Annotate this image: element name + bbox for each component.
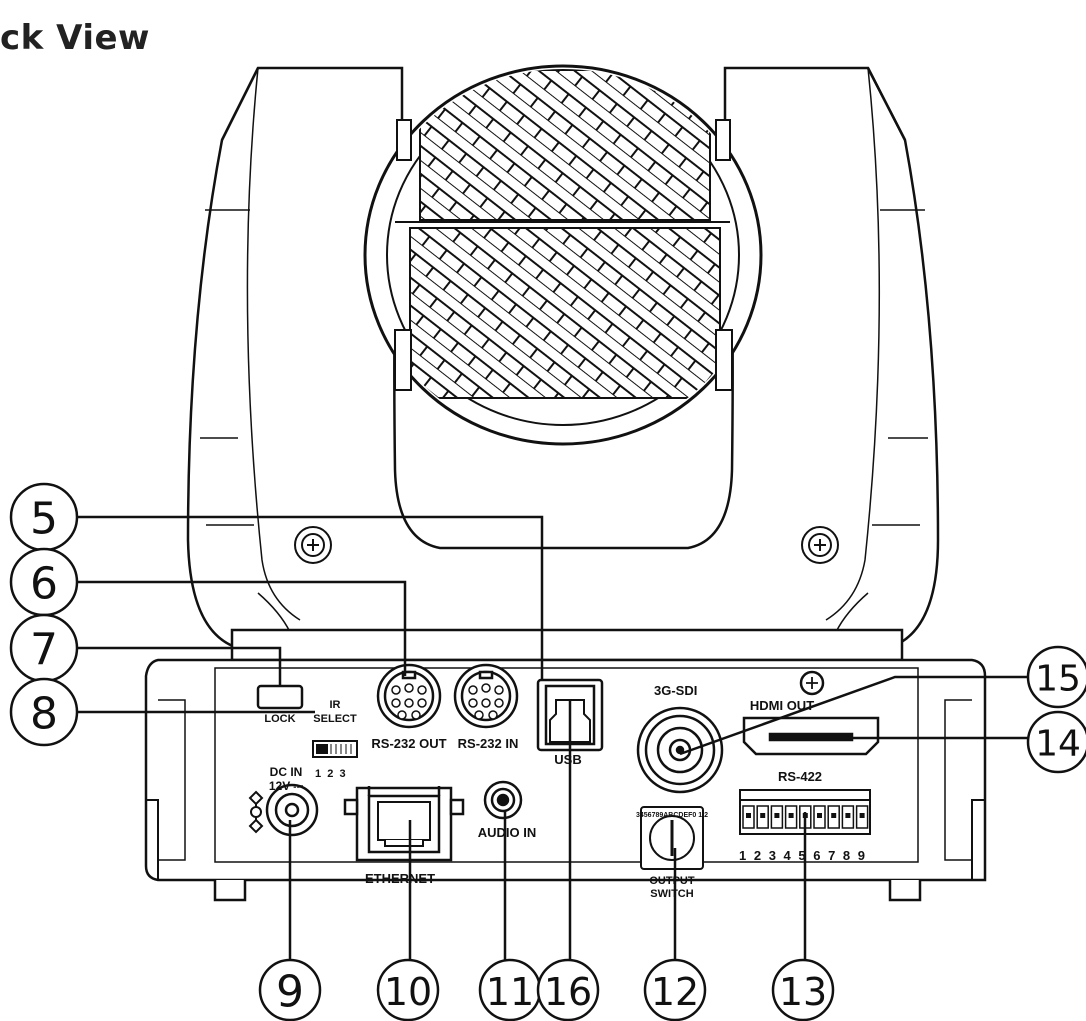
output-switch-dial	[640, 806, 704, 870]
output-switch-label-1: OUTPUT	[649, 875, 695, 887]
rs422-terminal-screw-8	[845, 813, 851, 818]
page-title: ck View	[0, 18, 150, 58]
ir-select-label-1: IR	[330, 699, 341, 711]
output-switch-dial-digits: 3456789ABCDEF0 1 2	[636, 812, 708, 819]
callout-circles	[9, 482, 1086, 1021]
callout-9: 9	[276, 967, 304, 1018]
ir-select-positions: 1 2 3	[315, 768, 346, 780]
rs422-terminal-screw-4	[788, 813, 794, 818]
sdi-bnc-port	[636, 706, 724, 794]
rs422-terminal-screw-2	[760, 813, 766, 818]
callout-13: 13	[779, 970, 827, 1014]
rs422-terminal-screw-7	[831, 813, 837, 818]
leader-lines	[78, 515, 1028, 968]
rs232-in-port	[453, 663, 519, 729]
polarity-icon	[248, 790, 264, 834]
rs422-label: RS-422	[778, 769, 822, 784]
rs232-in-label: RS-232 IN	[458, 736, 519, 751]
audio-in-port	[483, 780, 523, 820]
dc-in-port	[265, 783, 319, 837]
ethernet-port	[343, 786, 465, 862]
right-yoke-screw	[801, 526, 839, 564]
rs232-out-label: RS-232 OUT	[371, 736, 446, 751]
callout-7: 7	[30, 625, 58, 676]
ethernet-label: ETHERNET	[365, 871, 435, 886]
rs422-terminal-screw-3	[774, 813, 780, 818]
dc-in-label-1: DC IN	[270, 765, 303, 779]
hdmi-out-label: HDMI OUT	[750, 698, 814, 713]
output-switch-label-2: SWITCH	[650, 888, 693, 900]
sdi-label: 3G-SDI	[654, 683, 697, 698]
callout-5: 5	[30, 494, 58, 545]
camera-ball	[363, 64, 763, 446]
callout-14: 14	[1035, 724, 1081, 765]
left-yoke-screw	[294, 526, 332, 564]
callout-11: 11	[486, 970, 534, 1014]
callout-16: 16	[544, 970, 592, 1014]
ball-side-brackets	[394, 119, 733, 391]
lock-label: LOCK	[264, 713, 295, 725]
callout-15: 15	[1035, 659, 1081, 700]
lock-slot	[256, 684, 304, 710]
rs422-terminal-screw-9	[859, 813, 865, 818]
callout-8: 8	[30, 689, 58, 740]
callout-10: 10	[384, 970, 432, 1014]
hdmi-out-port	[742, 670, 880, 756]
callout-6: 6	[30, 559, 58, 610]
rs422-pin-numbers: 1 2 3 4 5 6 7 8 9	[739, 848, 867, 863]
ir-select-label-2: SELECT	[313, 713, 357, 725]
ir-select-switch	[312, 740, 358, 758]
rs232-out-port	[376, 663, 442, 729]
audio-in-label: AUDIO IN	[478, 825, 537, 840]
callout-12: 12	[651, 970, 699, 1014]
rs422-terminal-screw-1	[746, 813, 751, 818]
rs422-terminal-screw-6	[817, 813, 822, 818]
usb-label: USB	[554, 752, 581, 767]
dc-in-label-2: 12V ⎓	[269, 779, 304, 793]
